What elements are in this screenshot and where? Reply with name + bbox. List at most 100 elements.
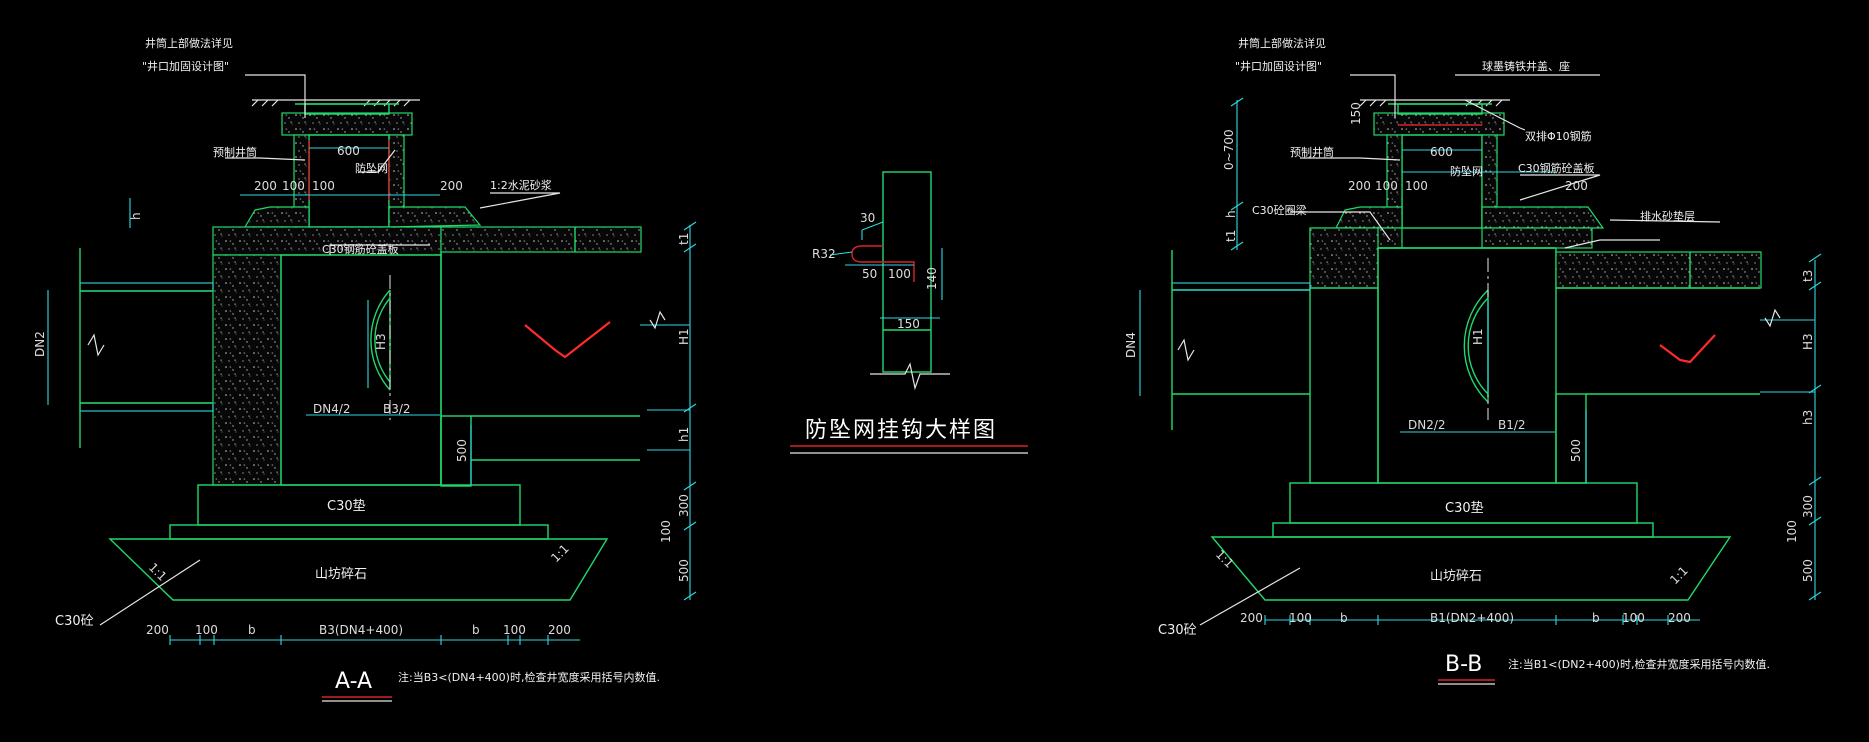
dim-100-v-b: 100 xyxy=(1785,520,1799,543)
dim-100-v-a: 100 xyxy=(659,520,673,543)
dim-h3-b: H3 xyxy=(1801,333,1815,350)
crushed-stone-base-a xyxy=(108,538,609,601)
bottom-dim-a-6: 200 xyxy=(548,623,571,637)
callout-drain-b: 排水砂垫层 xyxy=(1640,209,1695,223)
ground-hatch-a xyxy=(251,99,420,107)
bottom-dim-a-2: b xyxy=(248,623,256,637)
slope-right-b: 1:1 xyxy=(1667,564,1691,588)
wellhead-cap-b xyxy=(1373,112,1505,136)
dim-right-a xyxy=(640,221,697,601)
dim-200-left-a: 200 xyxy=(254,179,277,193)
chamber-a xyxy=(280,254,442,486)
section-label-a: A-A xyxy=(335,669,372,694)
dim-300-b: 300 xyxy=(1801,495,1815,518)
callout-rebar-b: 双排Φ10钢筋 xyxy=(1525,129,1592,143)
callout-c30-b: C30砼 xyxy=(1158,623,1197,638)
bottom-dim-b-5: 100 xyxy=(1622,611,1645,625)
detail-dim-50: 50 xyxy=(862,267,877,281)
callout-top-b-line2: "井口加固设计图" xyxy=(1235,59,1322,73)
callout-top-b-line1: 井筒上部做法详见 xyxy=(1238,36,1326,50)
detail-dim-30: 30 xyxy=(860,211,875,225)
callout-precast-b: 预制井筒 xyxy=(1290,145,1334,159)
dim-600-a: 600 xyxy=(337,144,360,158)
base-label-b: 山坊碎石 xyxy=(1430,569,1482,584)
detail-dim-100: 100 xyxy=(888,267,911,281)
dim-200-left-b: 200 xyxy=(1348,179,1371,193)
dim-b3-2-a: B3/2 xyxy=(383,402,411,416)
bottom-dim-a-0: 200 xyxy=(146,623,169,637)
callout-net-a: 防坠网 xyxy=(355,161,388,175)
dim-t1-b: t1 xyxy=(1224,230,1238,242)
dim-dn2-a: DN2 xyxy=(33,331,47,357)
cover-slab-a xyxy=(212,226,442,256)
callout-mortar-a: 1:2水泥砂浆 xyxy=(490,178,552,192)
slab-label-a: C30垫 xyxy=(327,498,366,514)
bottom-dim-b-3: B1(DN2+400) xyxy=(1430,611,1514,625)
dim-100-left-b: 100 xyxy=(1375,179,1398,193)
dim-dn4-b: DN4 xyxy=(1124,332,1138,358)
left-wall-b xyxy=(1309,227,1379,289)
dim-b1-2-b: B1/2 xyxy=(1498,418,1526,432)
section-a-drawing xyxy=(47,74,697,702)
detail-dim-150: 150 xyxy=(897,317,920,331)
bottom-dim-b-0: 200 xyxy=(1240,611,1263,625)
detail-dim-r32: R32 xyxy=(812,247,836,261)
bottom-dims-a: 200 100 b B3(DN4+400) b 100 200 xyxy=(146,623,571,637)
left-wall-a xyxy=(212,254,282,486)
dim-500-a: 500 xyxy=(455,439,469,462)
wellhead-cap-a xyxy=(281,112,413,136)
dim-150-b: 150 xyxy=(1349,102,1363,125)
dim-dn4-2-a: DN4/2 xyxy=(313,402,351,416)
bottom-dim-b-4: b xyxy=(1592,611,1600,625)
dim-0-700-b: 0~700 xyxy=(1222,129,1236,170)
slope-left-a: 1:1 xyxy=(146,560,170,584)
slope-right-a: 1:1 xyxy=(548,542,572,566)
red-check-b xyxy=(1659,334,1716,364)
callout-precast-a: 预制井筒 xyxy=(213,145,257,159)
section-note-a: 注:当B3<(DN4+400)时,检查井宽度采用括号内数值. xyxy=(398,670,660,684)
dim-300-a: 300 xyxy=(677,494,691,517)
callout-c30-a: C30砼 xyxy=(55,614,94,629)
dim-h1-a: H1 xyxy=(677,328,691,345)
bottom-dim-a-3: B3(DN4+400) xyxy=(319,623,403,637)
callout-ring-b: C30砼圈梁 xyxy=(1252,203,1307,217)
bottom-dims-b: 200 100 b B1(DN2+400) b 100 200 xyxy=(1240,611,1691,625)
dim-500-v-a: 500 xyxy=(677,559,691,582)
bottom-dim-b-6: 200 xyxy=(1668,611,1691,625)
crushed-stone-base-b xyxy=(1210,536,1732,601)
dim-500-b: 500 xyxy=(1569,439,1583,462)
dim-h1-b: H1 xyxy=(1471,328,1485,345)
slope-left-b: 1:1 xyxy=(1213,547,1237,571)
callout-cover-b: C30钢筋砼盖板 xyxy=(1518,161,1595,175)
dim-500-v-b: 500 xyxy=(1801,559,1815,582)
dim-h-b: h xyxy=(1224,210,1238,218)
bottom-dim-b-2: b xyxy=(1340,611,1348,625)
callout-top-a-line1: 井筒上部做法详见 xyxy=(145,36,233,50)
bottom-dim-a-5: 100 xyxy=(503,623,526,637)
callout-net-b: 防坠网 xyxy=(1450,164,1483,178)
callout-cover-a: C30钢筋砼盖板 xyxy=(322,242,399,256)
dim-h-a: h xyxy=(129,212,143,220)
detail-title: 防坠网挂钩大样图 xyxy=(805,418,997,443)
dim-t1-a: t1 xyxy=(677,233,691,245)
section-note-b: 注:当B1<(DN2+400)时,检查井宽度采用括号内数值. xyxy=(1508,657,1770,671)
bottom-dim-b-1: 100 xyxy=(1289,611,1312,625)
slab-label-b: C30垫 xyxy=(1445,500,1484,516)
bottom-dim-a-1: 100 xyxy=(195,623,218,637)
dim-100-mid-b: 100 xyxy=(1405,179,1428,193)
dim-200-right-b: 200 xyxy=(1565,179,1588,193)
dim-h1-small-a: h1 xyxy=(677,427,691,442)
section-b-drawing xyxy=(1139,74,1822,685)
bottom-dim-a-4: b xyxy=(472,623,480,637)
red-check-a xyxy=(524,321,611,359)
dim-dn2-2-b: DN2/2 xyxy=(1408,418,1446,432)
dim-h3-a: H3 xyxy=(374,333,388,350)
callout-top-a-line2: "井口加固设计图" xyxy=(142,59,229,73)
dim-100-mid-a: 100 xyxy=(312,179,335,193)
dim-200-right-a: 200 xyxy=(440,179,463,193)
detail-post xyxy=(882,171,932,373)
dim-h3-small-b: h3 xyxy=(1801,410,1815,425)
dim-600-b: 600 xyxy=(1430,145,1453,159)
detail-dim-140: 140 xyxy=(925,267,939,290)
